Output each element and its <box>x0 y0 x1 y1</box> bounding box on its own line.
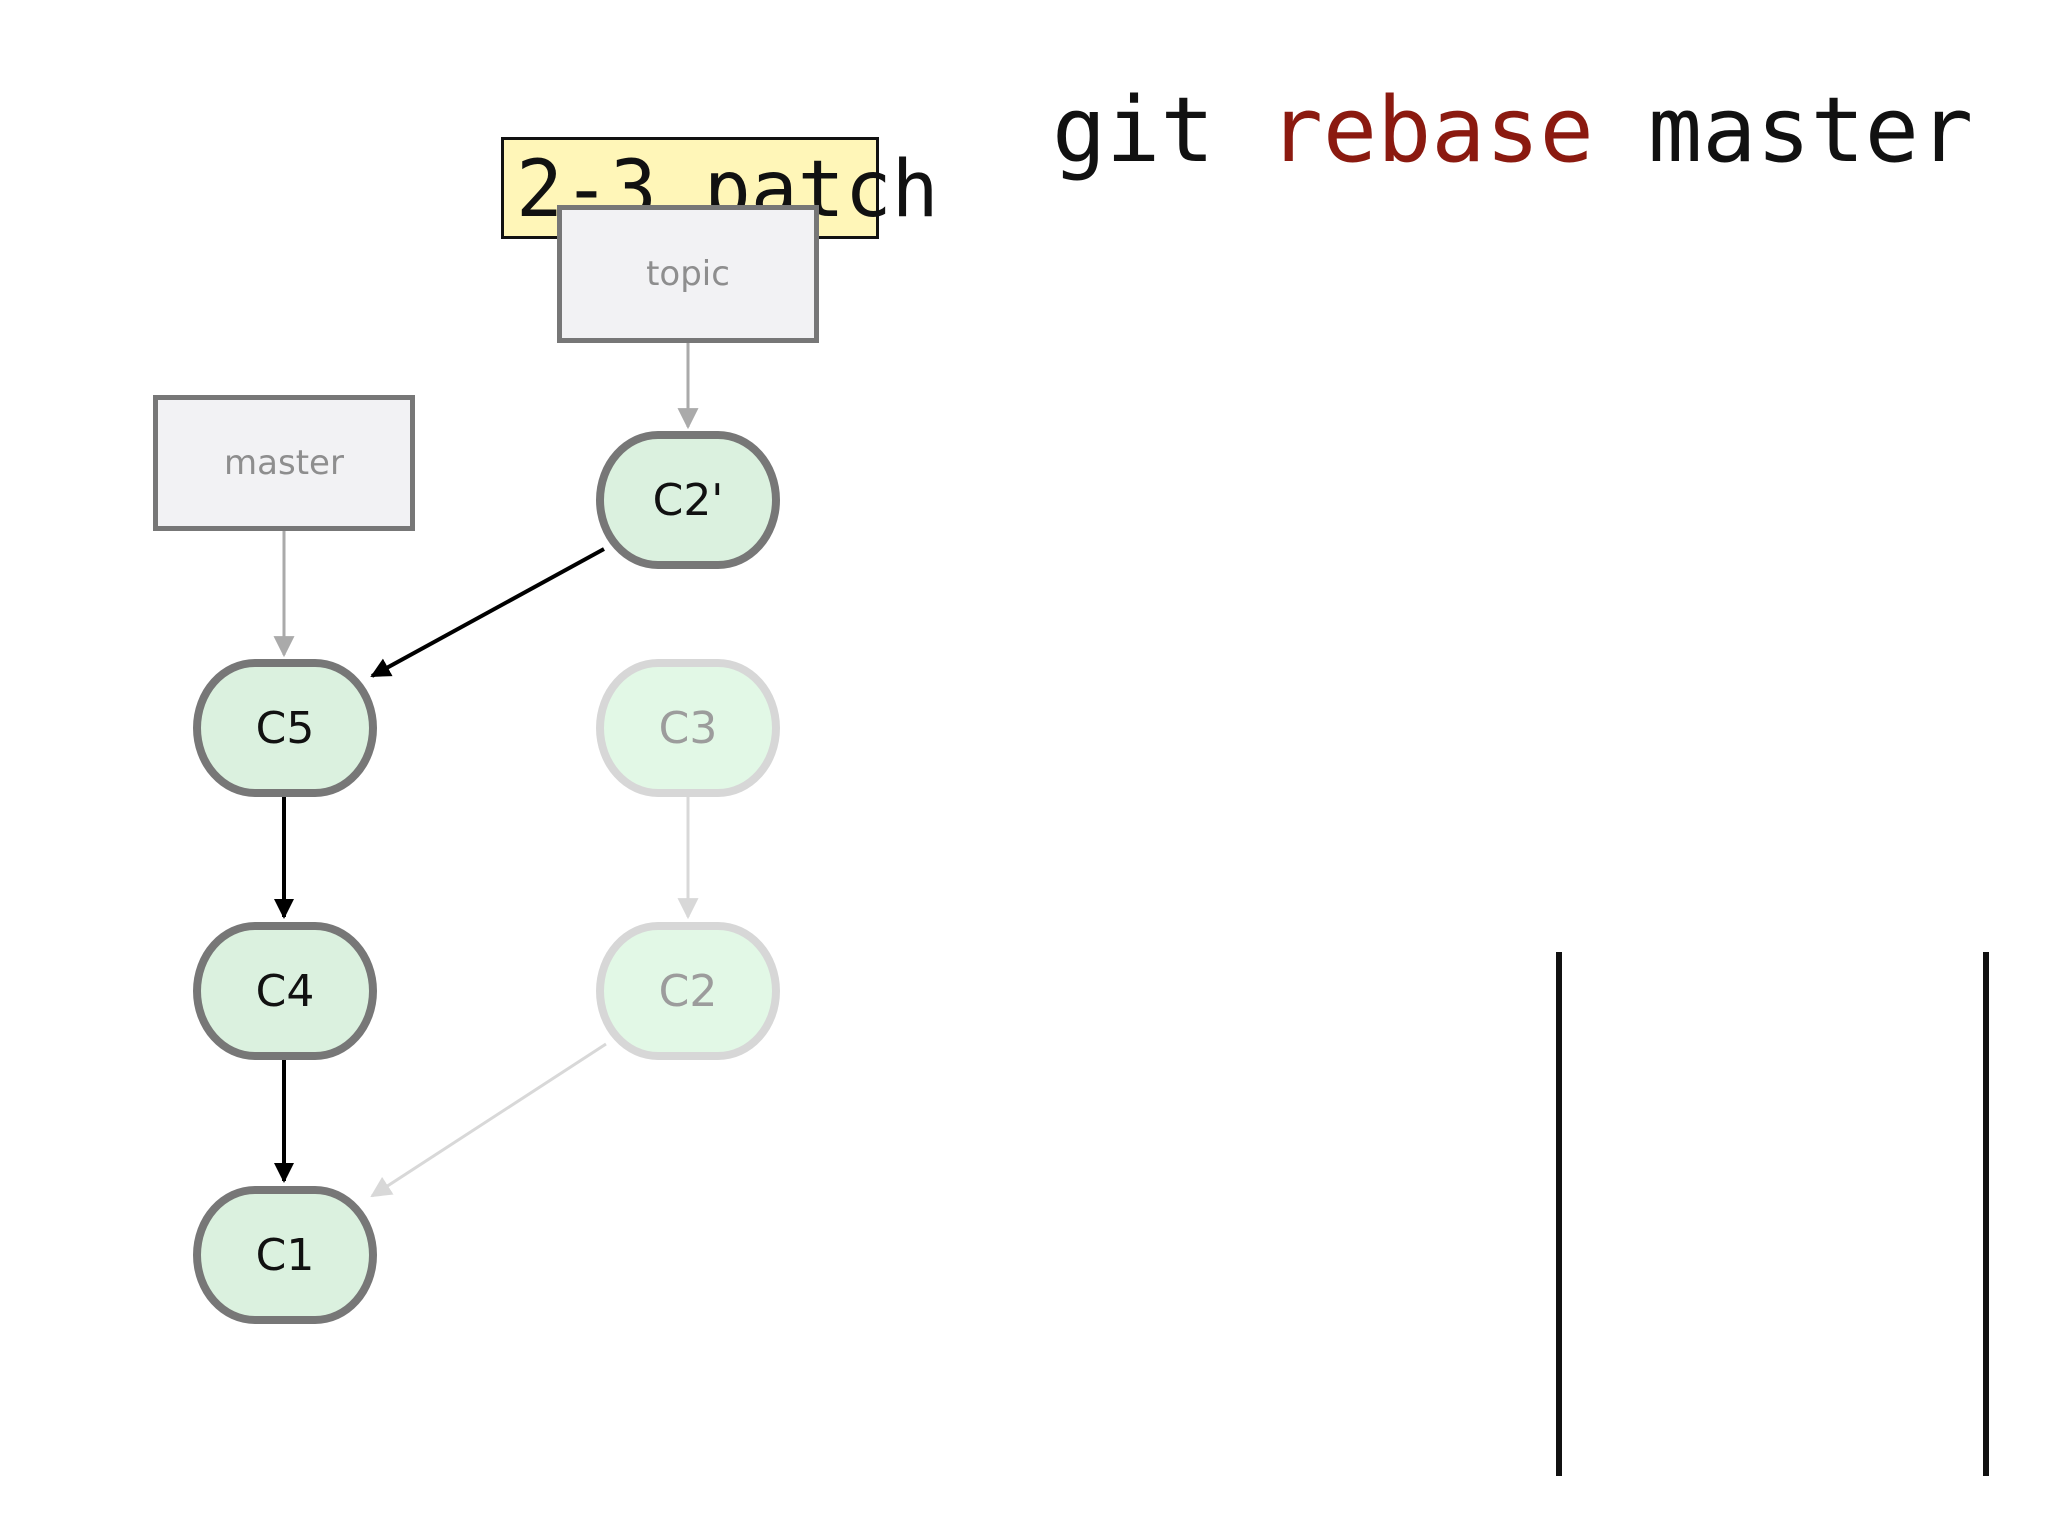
commit-c5: C5 <box>193 659 377 797</box>
command-keyword: rebase <box>1268 78 1594 183</box>
arrow-c2-to-c1 <box>370 1042 607 1198</box>
commit-c2-prime: C2' <box>596 431 780 569</box>
command-suffix: master <box>1593 78 1974 183</box>
commit-c1: C1 <box>193 1186 377 1324</box>
vertical-rule-left <box>1556 952 1562 1476</box>
branch-master: master <box>153 395 415 531</box>
vertical-rule-right <box>1983 952 1989 1476</box>
command-prefix: git <box>1052 78 1269 183</box>
command-text: git rebase master <box>1052 76 1973 186</box>
branch-topic: topic <box>557 205 819 343</box>
commit-c3-faded: C3 <box>596 659 780 797</box>
commit-c2-faded: C2 <box>596 922 780 1060</box>
arrow-c2-prime-to-c5 <box>370 547 605 678</box>
commit-c4: C4 <box>193 922 377 1060</box>
